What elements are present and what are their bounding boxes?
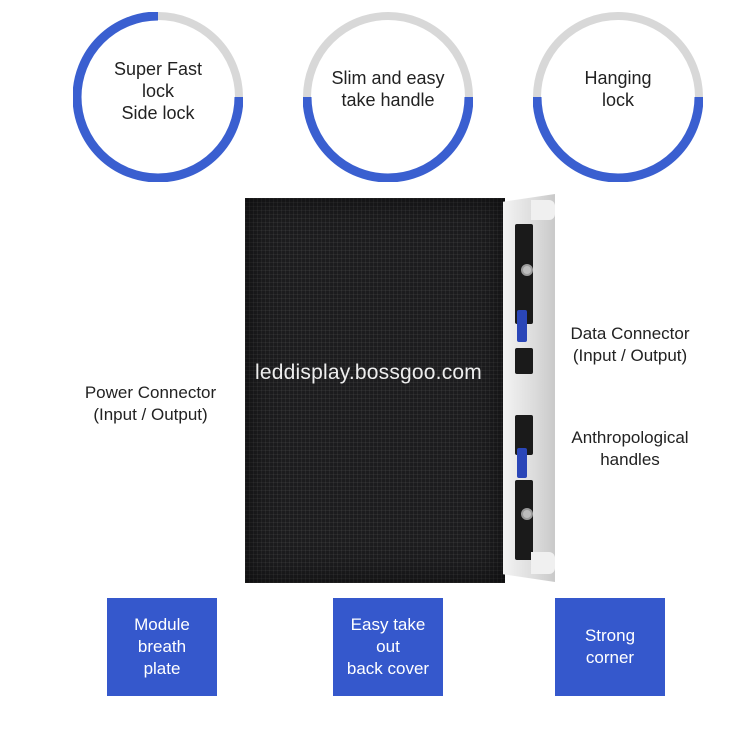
box-line: corner (585, 648, 635, 667)
ring-arc (73, 12, 243, 182)
lock-hole (521, 508, 533, 520)
box-line: plate (143, 659, 181, 678)
feature-line: Hanging (584, 68, 652, 88)
box-line: out (376, 637, 400, 656)
feature-text: Super Fast lock Side lock (81, 58, 235, 124)
led-panel (245, 190, 555, 585)
label-line: handles (600, 450, 660, 469)
label-data-connector: Data Connector (Input / Output) (550, 323, 710, 367)
feature-line: lock (141, 81, 174, 101)
corner-lip (531, 552, 555, 574)
feature-line: take handle (341, 90, 435, 110)
feature-line: Super Fast (113, 59, 203, 79)
side-slot (515, 480, 533, 560)
feature-box-back-cover: Easy take out back cover (333, 598, 443, 696)
label-power-connector: Power Connector (Input / Output) (68, 382, 233, 426)
feature-text: Hanging lock (541, 67, 695, 111)
box-line: back cover (346, 659, 430, 678)
feature-box-breath-plate: Module breath plate (107, 598, 217, 696)
feature-line: Side lock (121, 103, 195, 123)
label-line: (Input / Output) (572, 346, 688, 365)
ring-arc (303, 96, 473, 182)
box-line: breath (137, 637, 187, 656)
label-line: Power Connector (84, 383, 217, 402)
box-line: Strong (584, 626, 636, 645)
label-handles: Anthropological handles (550, 427, 710, 471)
feature-line: lock (601, 90, 634, 110)
handle-connector-icon (517, 448, 527, 478)
label-line: Data Connector (570, 324, 690, 343)
label-line: (Input / Output) (93, 405, 208, 424)
lock-hole (521, 264, 533, 276)
data-connector-icon (517, 310, 527, 342)
watermark: leddisplay.bossgoo.com (255, 361, 482, 384)
ring-arc (533, 96, 703, 182)
box-line: Easy take (350, 615, 426, 634)
corner-lip (531, 200, 555, 220)
side-slot (515, 348, 533, 374)
feature-ring-handle: Slim and easy take handle (303, 12, 473, 182)
feature-ring-side-lock: Super Fast lock Side lock (73, 12, 243, 182)
label-line: Anthropological (571, 428, 689, 447)
feature-line: Slim and easy (331, 68, 445, 88)
feature-ring-hanging-lock: Hanging lock (533, 12, 703, 182)
feature-text: Slim and easy take handle (311, 67, 465, 111)
feature-box-strong-corner: Strong corner (555, 598, 665, 696)
led-panel-face (245, 198, 505, 583)
side-slot (515, 415, 533, 455)
box-line: Module (134, 615, 190, 634)
